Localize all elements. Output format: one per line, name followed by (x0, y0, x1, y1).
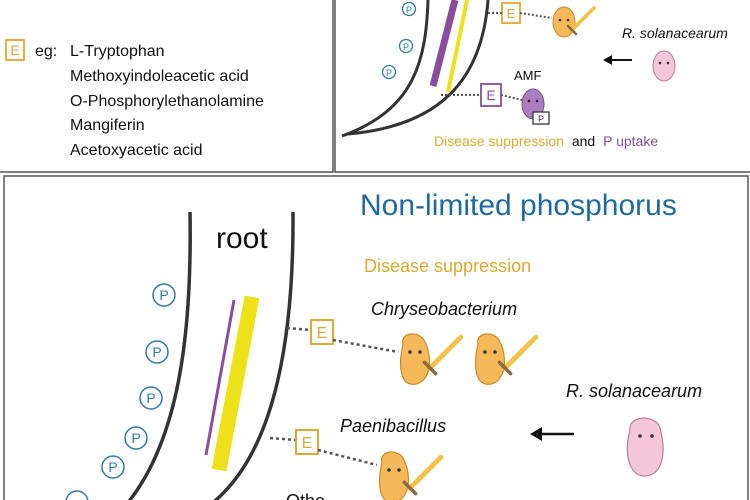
compound-item: Acetoxyacetic acid (70, 142, 203, 159)
effector-box-icon: E (501, 2, 521, 24)
eg-prefix: eg: (35, 43, 57, 60)
phosphate-icon: P (152, 283, 176, 307)
pathogen-label: R. solanacearum (622, 25, 728, 41)
root-inner-wall (341, 0, 430, 138)
svg-text:P: P (538, 114, 544, 124)
svg-text:P: P (386, 68, 392, 78)
svg-text:E: E (507, 6, 516, 21)
bacterium-icon (379, 451, 410, 500)
compound-item: Methoxyindoleacetic acid (70, 68, 249, 85)
pathogen-icon (626, 417, 664, 477)
purple-band (204, 299, 236, 456)
phosphate-icon: P (101, 455, 125, 479)
sword-icon (404, 457, 440, 493)
svg-text:P: P (152, 344, 161, 360)
phosphate-icon: P (381, 64, 397, 80)
yellow-band (211, 295, 260, 472)
svg-text:P: P (403, 42, 409, 52)
effector-label: E (10, 42, 19, 58)
root-inner-wall (127, 211, 192, 500)
svg-text:P: P (146, 390, 155, 406)
amf-label: AMF (514, 68, 542, 83)
pathogen-icon (652, 50, 676, 82)
effector-box-icon: E (295, 429, 319, 455)
svg-text:P: P (406, 5, 412, 15)
phosphate-icon (65, 490, 89, 500)
bacterium-label: Chryseobacterium (371, 299, 517, 319)
compound-item: O-Phosphorylethanolamine (70, 93, 264, 110)
bacterium-icon (475, 333, 506, 385)
panel-caption: Disease suppression and P uptake (434, 133, 658, 149)
phosphate-icon: P (139, 386, 163, 410)
panel-title: Non-limited phosphorus (360, 189, 677, 222)
left-panel: E eg: L-Tryptophan Methoxyindoleacetic a… (0, 0, 334, 173)
sword-icon (499, 337, 535, 373)
phosphate-icon: P (124, 426, 148, 450)
svg-text:E: E (486, 87, 495, 103)
phosphate-icon: P (145, 340, 169, 364)
sword-icon (424, 337, 460, 373)
phosphate-icon: P (398, 38, 414, 54)
effector-box-icon: E (310, 319, 334, 345)
phosphate-icon: P (401, 1, 417, 17)
compound-item: L-Tryptophan (70, 43, 165, 60)
svg-text:P: P (108, 459, 117, 475)
top-right-panel: P P P E R. solanacearum (334, 0, 750, 173)
arrow-left-icon (530, 427, 574, 441)
amf-icon: P (521, 88, 550, 125)
bacterium-icon (552, 6, 576, 38)
svg-text:E: E (317, 325, 328, 342)
yellow-band (446, 0, 469, 93)
caption-and: and (572, 133, 595, 149)
svg-text:P: P (159, 287, 168, 303)
caption-disease: Disease suppression (434, 133, 564, 149)
svg-text:P: P (131, 430, 140, 446)
pathogen-label: R. solanacearum (566, 381, 702, 401)
cut-off-text: Othe (286, 491, 325, 500)
effector-box-icon (5, 39, 25, 61)
root-outer-wall (213, 211, 295, 500)
svg-text:E: E (302, 435, 313, 452)
purple-band (429, 0, 459, 87)
panel-subtitle: Disease suppression (364, 256, 531, 276)
bacterium-label: Paenibacillus (340, 416, 446, 436)
compound-item: Mangiferin (70, 117, 145, 134)
root-label: root (216, 222, 268, 255)
caption-p-uptake: P uptake (603, 133, 658, 149)
bacterium-icon (400, 333, 431, 385)
arrow-left-icon (603, 55, 632, 65)
effector-box-icon: E (480, 83, 502, 107)
bottom-panel: Non-limited phosphorus root P P P P P Di… (3, 175, 749, 500)
